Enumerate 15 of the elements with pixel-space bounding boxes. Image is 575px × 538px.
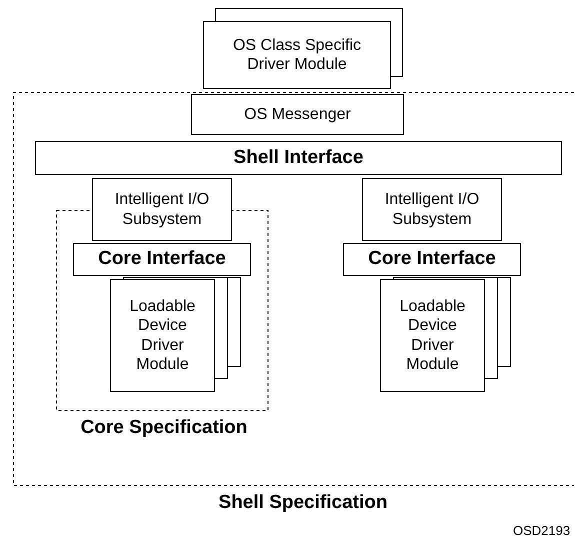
group-title: Core Specification: [80, 417, 248, 439]
component-box: Intelligent I/O Subsystem: [92, 178, 232, 241]
component-box: OS Messenger: [191, 94, 404, 135]
interface-bar: Shell Interface: [35, 141, 562, 175]
stacked-module-box: [110, 277, 241, 392]
stacked-module-box: [380, 277, 511, 392]
interface-bar: Core Interface: [343, 243, 521, 276]
stacked-module-box: [203, 8, 403, 89]
module-label: OS Class Specific Driver Module: [232, 36, 362, 74]
figure-id: OSD2193: [513, 523, 570, 538]
interface-bar: Core Interface: [73, 243, 251, 276]
group-title: Shell Specification: [218, 492, 388, 514]
module-label: Loadable Device Driver Module: [398, 297, 466, 374]
component-box: Intelligent I/O Subsystem: [362, 178, 502, 241]
module-label: Loadable Device Driver Module: [128, 297, 196, 374]
